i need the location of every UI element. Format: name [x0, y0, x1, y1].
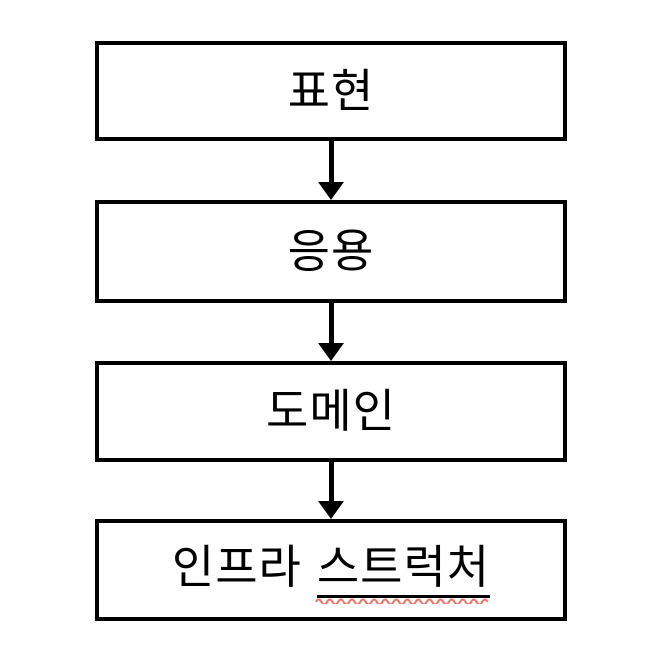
node-infrastructure-label: 인프라 스트럭처 — [171, 540, 491, 605]
node-presentation-label: 표현 — [287, 64, 375, 117]
node-presentation: 표현 — [95, 41, 567, 141]
arrow-down-icon — [318, 343, 344, 361]
arrow-line — [328, 462, 334, 501]
node-domain: 도메인 — [95, 361, 567, 462]
node-application: 응용 — [95, 200, 567, 303]
arrow-down-icon — [318, 182, 344, 200]
misspelled-word: 스트럭처 — [314, 540, 491, 605]
node-infrastructure-label-prefix: 인프라 — [171, 540, 302, 593]
node-domain-label: 도메인 — [266, 385, 396, 438]
misspelled-word-text: 스트럭처 — [316, 540, 491, 593]
arrow-down-icon — [318, 501, 344, 519]
node-infrastructure: 인프라 스트럭처 — [95, 519, 567, 621]
spellcheck-wavy-underline-icon — [314, 598, 489, 605]
connector-domain-to-infrastructure — [95, 462, 567, 519]
connector-presentation-to-application — [95, 141, 567, 200]
connector-application-to-domain — [95, 303, 567, 361]
node-application-label: 응용 — [287, 225, 375, 278]
arrow-line — [328, 141, 334, 182]
arrow-line — [328, 303, 334, 343]
